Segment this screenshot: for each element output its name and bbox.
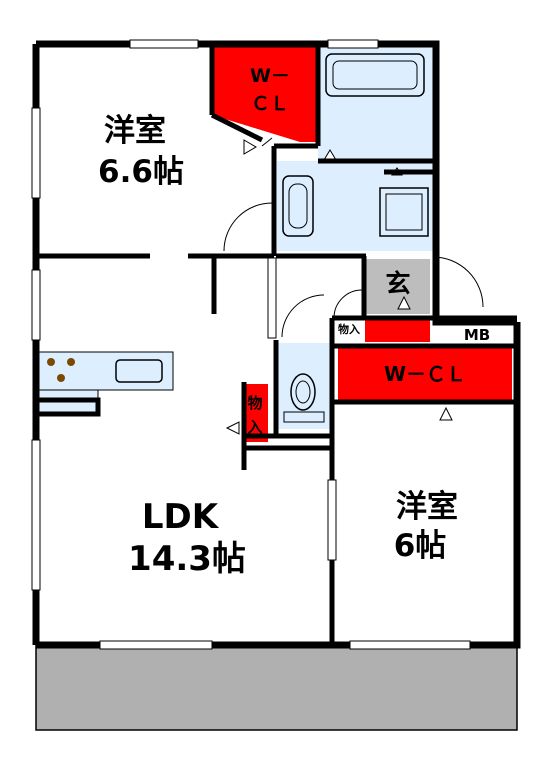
storage-1-line1: 物 xyxy=(247,394,262,412)
storage-1-line2: 入 xyxy=(247,418,262,436)
western-room-2-size: 6帖 xyxy=(394,528,447,564)
toilet-tank xyxy=(283,411,325,423)
walk-in-closet-2-name: W－ＣＬ xyxy=(384,362,466,386)
western-room-1-name: 洋室 xyxy=(104,113,166,149)
windows xyxy=(31,39,471,650)
door-swings xyxy=(223,137,484,338)
western-room-1-size: 6.6帖 xyxy=(98,154,184,190)
western-room-2-name: 洋室 xyxy=(396,489,458,525)
stove-burner xyxy=(67,358,75,366)
walk-in-closet-1-line2: ＣＬ xyxy=(251,93,289,115)
walk-in-closet-upper xyxy=(212,44,318,142)
kitchen-sink xyxy=(115,359,163,383)
balcony xyxy=(35,644,518,731)
meter-box-name: MB xyxy=(464,326,490,344)
interior-walls xyxy=(38,44,517,645)
stove-burner xyxy=(57,374,65,382)
walk-in-closet-lower xyxy=(338,346,512,400)
storage-top-red xyxy=(365,318,430,342)
storage-2-name: 物入 xyxy=(338,322,360,336)
bathtub xyxy=(325,53,425,97)
washing-machine-pan xyxy=(379,187,429,237)
ldk-name: LDK xyxy=(142,497,220,537)
ldk-size: 14.3帖 xyxy=(128,539,246,579)
entrance-name: 玄 xyxy=(385,269,410,298)
toilet xyxy=(290,373,316,411)
washbasin xyxy=(282,175,314,237)
entrance-floor xyxy=(366,259,430,314)
walk-in-closet-1-line1: W－ xyxy=(250,65,290,87)
stove-burner xyxy=(47,358,55,366)
